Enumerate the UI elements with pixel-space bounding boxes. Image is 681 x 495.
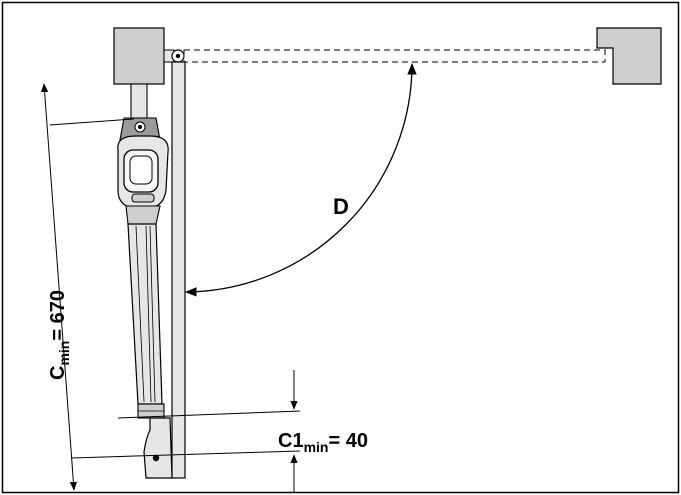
motor-cover-inner xyxy=(129,155,153,185)
cmin-dimension-line xyxy=(41,83,77,491)
cmin-label: Cmin= 670 xyxy=(47,290,72,380)
left-pillar xyxy=(113,27,165,85)
right-pillar xyxy=(596,27,662,85)
c1min-extension-top xyxy=(117,410,301,419)
cmin-extension-top xyxy=(49,118,135,126)
cmin-value: = 670 xyxy=(47,290,69,341)
cmin-extension-bottom xyxy=(71,450,301,459)
c1min-value: = 40 xyxy=(328,430,367,452)
rear-bracket-pin xyxy=(152,454,160,462)
hinge-pin xyxy=(175,53,181,59)
c1min-label: C1min= 40 xyxy=(278,430,368,455)
operator-rod xyxy=(130,83,148,119)
c1min-subscript: min xyxy=(304,439,329,455)
cmin-main: C xyxy=(47,366,69,380)
c1min-main: C1 xyxy=(278,430,304,452)
opening-angle-arc xyxy=(184,62,417,297)
motor-label-plate xyxy=(131,193,155,203)
cmin-subscript: min xyxy=(56,341,72,366)
svg-text:Cmin= 670: Cmin= 670 xyxy=(47,290,72,380)
rear-mounting-bracket xyxy=(143,417,173,479)
operator-transition xyxy=(125,205,161,225)
angle-label: D xyxy=(333,194,349,219)
gate-leaf-closed xyxy=(183,49,606,63)
operator-tube xyxy=(127,223,163,405)
